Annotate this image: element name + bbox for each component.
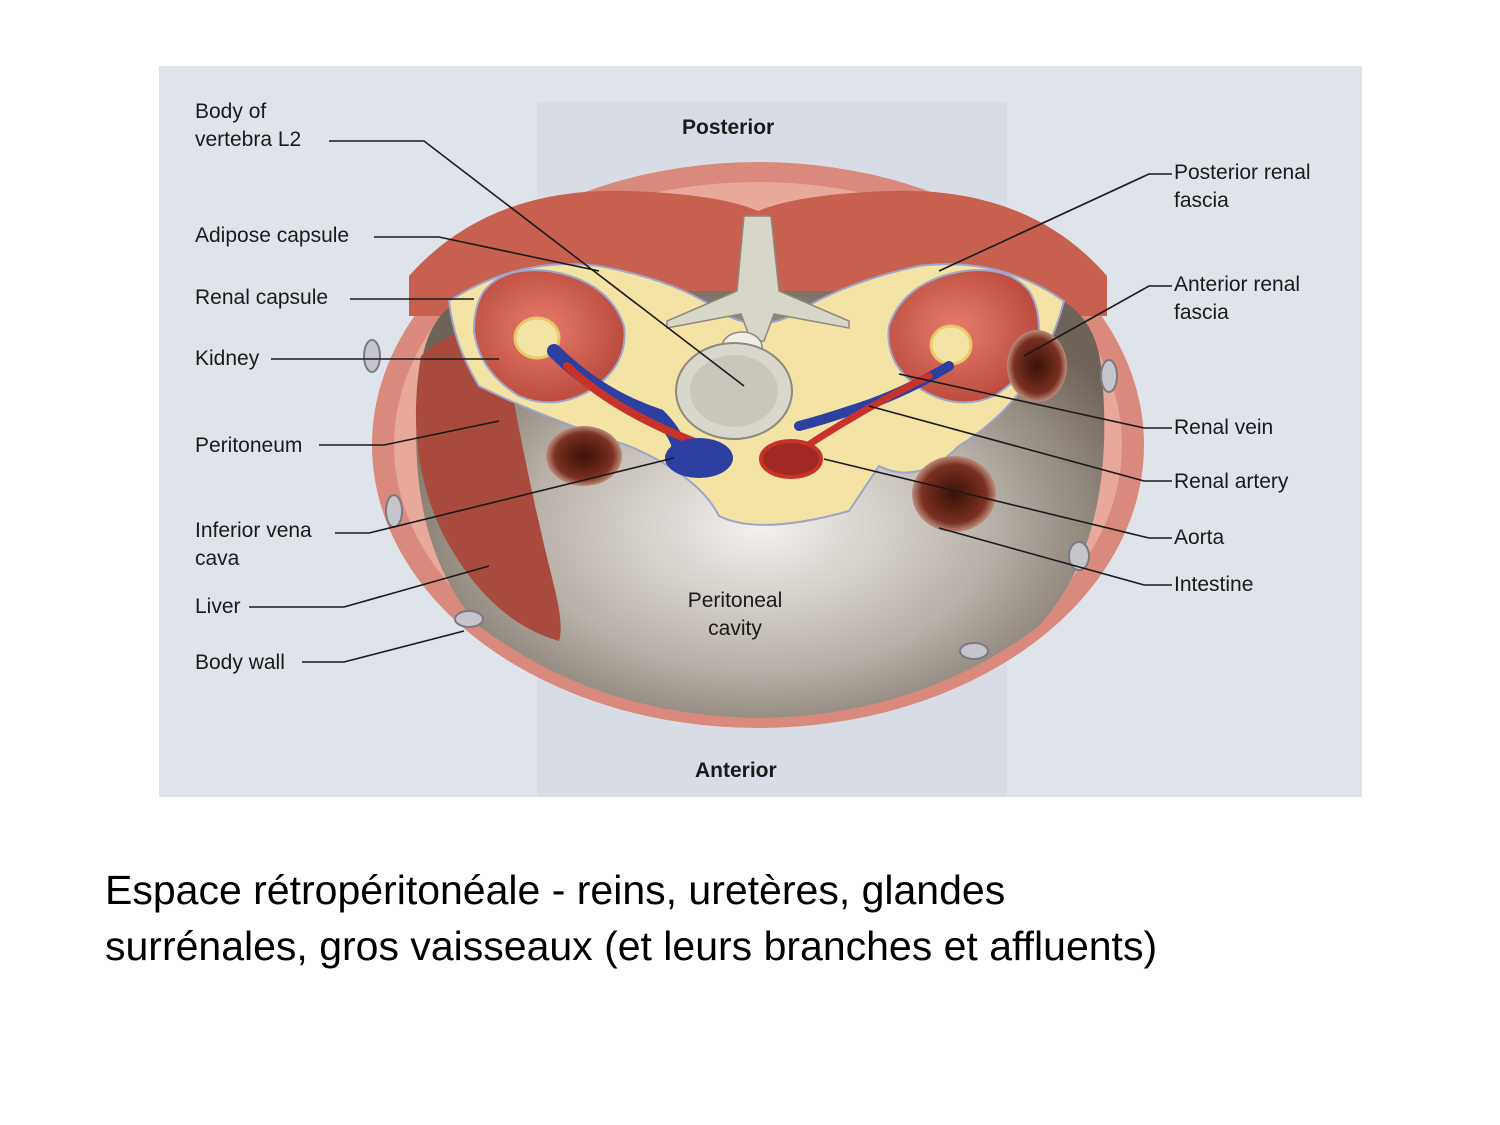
wall-vessel — [385, 494, 403, 528]
vertebral-body-inner — [690, 355, 778, 427]
label-anterior-renal-fascia: Anterior renal fascia — [1174, 273, 1301, 324]
ivc-shape — [665, 438, 733, 478]
wall-vessel — [1068, 541, 1090, 571]
wall-vessel — [959, 642, 989, 660]
label-kidney: Kidney — [195, 347, 260, 370]
leader-liver — [249, 565, 490, 608]
label-peritoneum: Peritoneum — [195, 434, 303, 457]
label-posterior-renal-fascia: Posterior renal fascia — [1174, 161, 1311, 212]
label-renal-artery: Renal artery — [1174, 470, 1289, 493]
leader-anterior-fascia — [1023, 285, 1172, 357]
vertebral-arch — [666, 215, 850, 342]
leader-vertebra — [329, 140, 745, 387]
label-liver: Liver — [195, 595, 241, 618]
intestine-right — [912, 456, 996, 532]
right-renal-artery — [795, 372, 933, 455]
leader-renal-vein — [898, 373, 1172, 429]
leader-adipose — [374, 236, 600, 272]
label-body-of-vertebra: Body of vertebra L2 — [195, 100, 302, 151]
intestine-upper-right — [1007, 330, 1067, 402]
leader-aorta — [823, 458, 1172, 539]
wall-vessel — [454, 610, 484, 628]
leader-posterior-fascia — [938, 173, 1172, 272]
leader-peritoneum — [319, 420, 500, 446]
label-renal-vein: Renal vein — [1174, 416, 1274, 439]
leader-intestine — [938, 527, 1172, 586]
leader-renal-artery — [868, 405, 1172, 482]
label-aorta: Aorta — [1174, 526, 1225, 549]
label-adipose-capsule: Adipose capsule — [195, 224, 350, 247]
intestine-left — [546, 426, 622, 486]
wall-vessel — [363, 339, 381, 373]
aorta-shape — [759, 439, 823, 479]
orientation-anterior: Anterior — [695, 759, 777, 782]
label-intestine: Intestine — [1174, 573, 1254, 596]
right-renal-sinus — [929, 324, 973, 366]
slide-caption: Espace rétropéritonéale - reins, uretère… — [105, 862, 1445, 974]
cross-section-illustration — [159, 66, 1362, 797]
caption-line-2: surrénales, gros vaisseaux (et leurs bra… — [105, 923, 1158, 969]
leader-ivc — [335, 457, 675, 534]
caption-line-1: Espace rétropéritonéale - reins, uretère… — [105, 867, 1006, 913]
anatomy-figure: Posterior Anterior Peritoneal cavity Bod… — [159, 66, 1362, 797]
label-inferior-vena-cava: Inferior vena cava — [195, 519, 312, 570]
liver-shape — [415, 331, 561, 641]
wall-vessel — [1100, 359, 1118, 393]
orientation-posterior: Posterior — [682, 116, 775, 139]
label-body-wall: Body wall — [195, 651, 285, 674]
label-renal-capsule: Renal capsule — [195, 286, 329, 309]
peritoneal-cavity-label: Peritoneal cavity — [687, 589, 783, 640]
leader-body-wall — [302, 630, 465, 663]
